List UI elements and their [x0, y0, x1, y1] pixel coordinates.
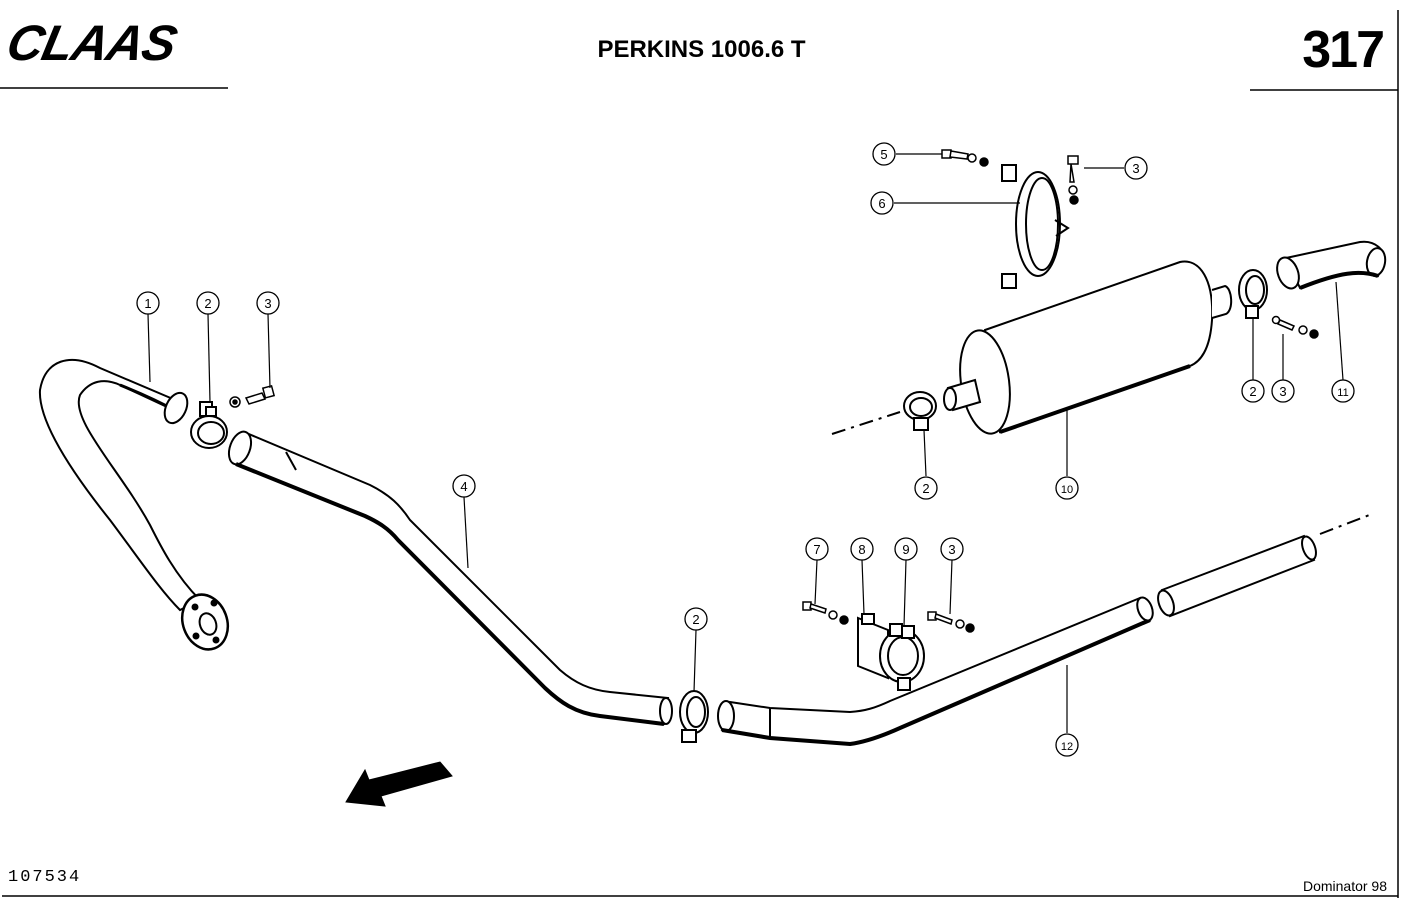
part-2-clamp-upper-left	[190, 401, 228, 449]
page-title: PERKINS 1006.6 T	[597, 36, 806, 63]
callout-1: 1	[144, 296, 151, 311]
part-10-muffler	[831, 260, 1233, 435]
part-11-outlet-elbow	[1276, 240, 1387, 290]
part-9-clamp	[879, 623, 925, 691]
callout-3: 3	[948, 542, 955, 557]
part-4-exhaust-pipe	[227, 430, 673, 726]
callout-4: 4	[460, 479, 467, 494]
callout-3: 3	[1132, 161, 1139, 176]
part-3-bolt-lower	[927, 611, 975, 633]
callout-markers	[136, 142, 1355, 757]
model-name: Dominator 98	[1302, 878, 1387, 894]
callout-3: 3	[1279, 384, 1286, 399]
part-3-bolt-upper-right	[1067, 155, 1079, 205]
part-12-tail-pipe	[717, 513, 1373, 747]
page-number: 317	[1302, 21, 1385, 79]
sheet-border	[0, 10, 1399, 898]
drawing-number: 107534	[8, 868, 82, 887]
callout-6: 6	[878, 196, 885, 211]
callout-2: 2	[692, 612, 699, 627]
callout-3: 3	[264, 296, 271, 311]
part-2-clamp-middle	[679, 690, 709, 743]
callout-7: 7	[813, 542, 820, 557]
part-7-bolt	[802, 601, 849, 625]
part-2-clamp-muffler-outlet	[1238, 269, 1268, 319]
callout-12: 12	[1061, 741, 1073, 753]
callout-8: 8	[858, 542, 865, 557]
callout-2: 2	[204, 296, 211, 311]
callout-9: 9	[902, 542, 909, 557]
direction-arrow-icon	[345, 761, 453, 807]
part-3-bolt-right	[1271, 315, 1319, 339]
part-3-bolt-upper-left	[229, 384, 276, 408]
callout-leaders	[147, 153, 1344, 733]
callout-5: 5	[880, 147, 887, 162]
part-2-clamp-muffler-inlet	[903, 391, 937, 431]
callout-labels: 1 2 3 4 2 5 6 3 2 3 11 2 10 7 8 9 3 12	[144, 147, 1348, 753]
callout-11: 11	[1337, 387, 1348, 399]
part-1-elbow-pipe	[38, 359, 230, 651]
callout-10: 10	[1061, 484, 1073, 496]
part-5-bolt	[941, 149, 989, 167]
part-6-hanger-band	[1001, 164, 1070, 289]
callout-2: 2	[1249, 384, 1256, 399]
callout-2: 2	[922, 481, 929, 496]
